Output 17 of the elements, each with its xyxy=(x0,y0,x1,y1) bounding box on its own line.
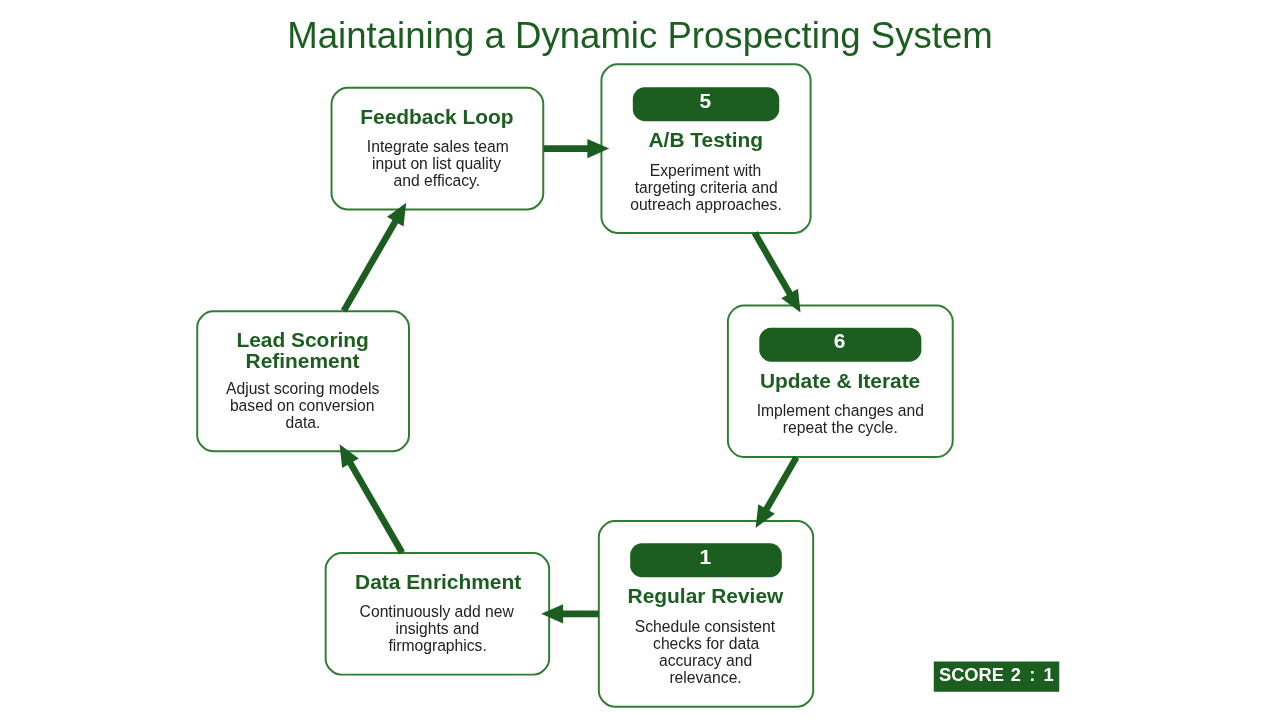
node-box: Feedback Loop Integrate sales team input on list quality and efficacy. xyxy=(330,86,545,211)
arrow xyxy=(339,444,405,555)
node-box: 1 Regular Review Schedule consistent checks for data accuracy and relevance. xyxy=(597,520,815,708)
node-box: 6 Update & Iterate Implement changes and repeat the cycle. xyxy=(726,304,954,459)
arrow xyxy=(755,455,800,528)
label: : xyxy=(1029,663,1036,685)
label: SCORE xyxy=(938,663,1005,685)
arrow xyxy=(543,139,610,159)
arrow xyxy=(340,202,407,313)
label: 2 xyxy=(1010,663,1022,685)
diagram-title: Maintaining a Dynamic Prospecting System xyxy=(287,14,993,56)
node-box: Lead Scoring Refinement Adjust scoring models based on conversion data. xyxy=(196,310,410,453)
node-box: 5 A/B Testing Experiment with targeting criteria and outreach approaches. xyxy=(600,63,812,234)
node-box: Data Enrichment Continuously add new insights and firmographics. xyxy=(324,552,551,676)
label: 1 xyxy=(1043,663,1054,685)
arrow xyxy=(541,604,599,624)
arrow xyxy=(751,231,801,313)
